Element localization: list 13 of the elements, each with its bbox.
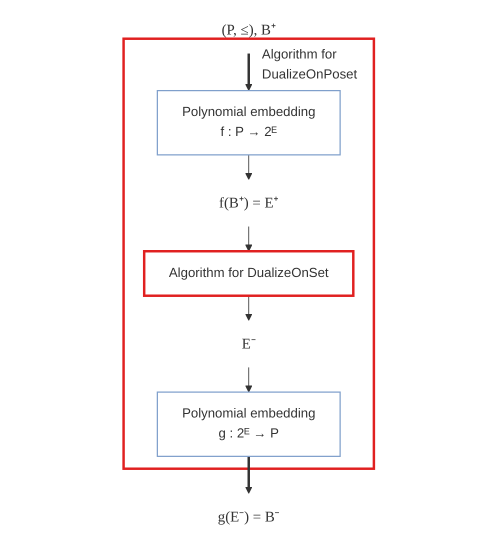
node-box: Algorithm for DualizeOnSet — [142, 250, 354, 297]
node-text: (P, ≤), B⁺ — [221, 21, 276, 38]
arrow — [244, 226, 252, 252]
node-text: E⁻ — [241, 335, 256, 352]
node-text: f(B⁺) = E⁺ — [218, 194, 278, 211]
arrow — [244, 367, 252, 392]
node-box: Polynomial embedding g : 2ᴱ → P — [156, 392, 340, 457]
node-text: g(E⁻) = B⁻ — [218, 508, 280, 525]
arrow — [244, 54, 252, 91]
arrow — [244, 456, 252, 494]
node-box: Polynomial embedding f : P → 2ᴱ — [156, 90, 340, 156]
arrow — [244, 154, 252, 180]
arrow — [244, 295, 252, 321]
